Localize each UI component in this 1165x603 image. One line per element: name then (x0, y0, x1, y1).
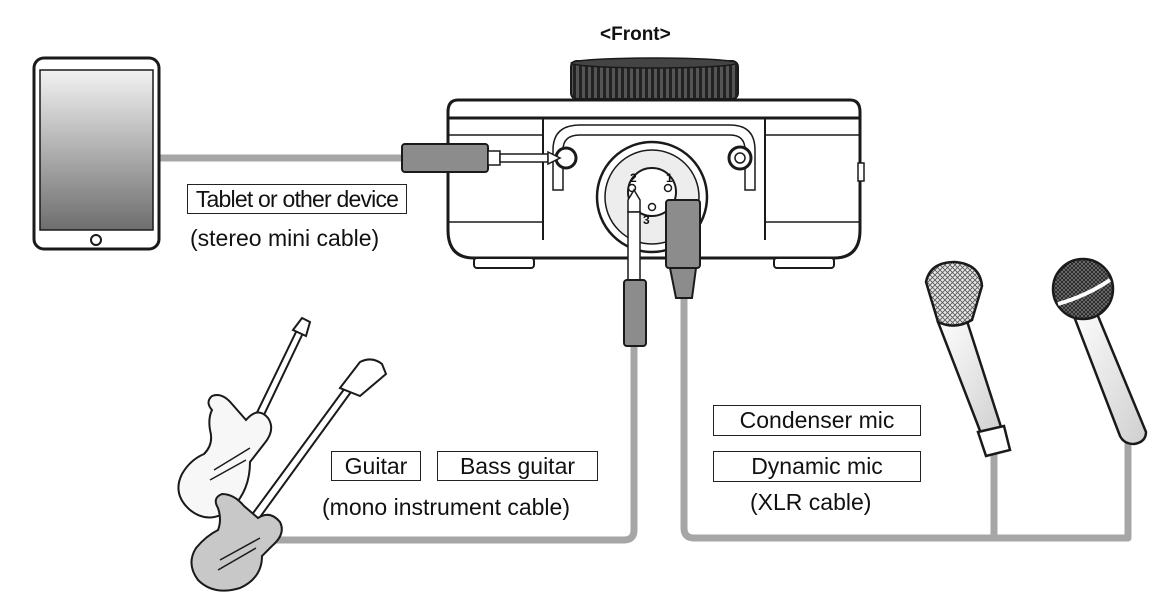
mono-instrument-cable (271, 341, 638, 544)
bass-guitar-icon (190, 358, 388, 592)
gain-knob-icon (570, 57, 739, 100)
dynamic-mic-icon (1051, 257, 1148, 446)
audio-interface: 2 1 3 (446, 57, 865, 269)
guitar-icon (177, 316, 312, 519)
tablet-device-label: Tablet or other device (187, 184, 407, 214)
tablet-cable-label: (stereo mini cable) (190, 225, 380, 251)
instrument-plug-icon (623, 188, 647, 347)
home-button-icon (90, 234, 102, 246)
front-view-title: <Front> (600, 24, 671, 45)
xlr-cable (680, 294, 1132, 542)
instrument-cable-label: (mono instrument cable) (322, 494, 570, 520)
condenser-mic-label: Condenser mic (713, 405, 921, 436)
pin-label: 1 (666, 171, 673, 185)
dynamic-mic-label: Dynamic mic (713, 451, 921, 482)
guitar-label: Guitar (331, 451, 421, 481)
pin-label: 2 (630, 171, 637, 185)
pin-label: 3 (643, 213, 650, 227)
stereo-mini-plug-icon (401, 143, 562, 173)
xlr-cable-label: (XLR cable) (750, 489, 872, 515)
condenser-mic-icon (924, 260, 1012, 458)
xlr-plug-icon (665, 199, 701, 299)
bass-guitar-label: Bass guitar (437, 451, 598, 481)
tablet-device (32, 56, 161, 251)
cables (154, 154, 1132, 544)
